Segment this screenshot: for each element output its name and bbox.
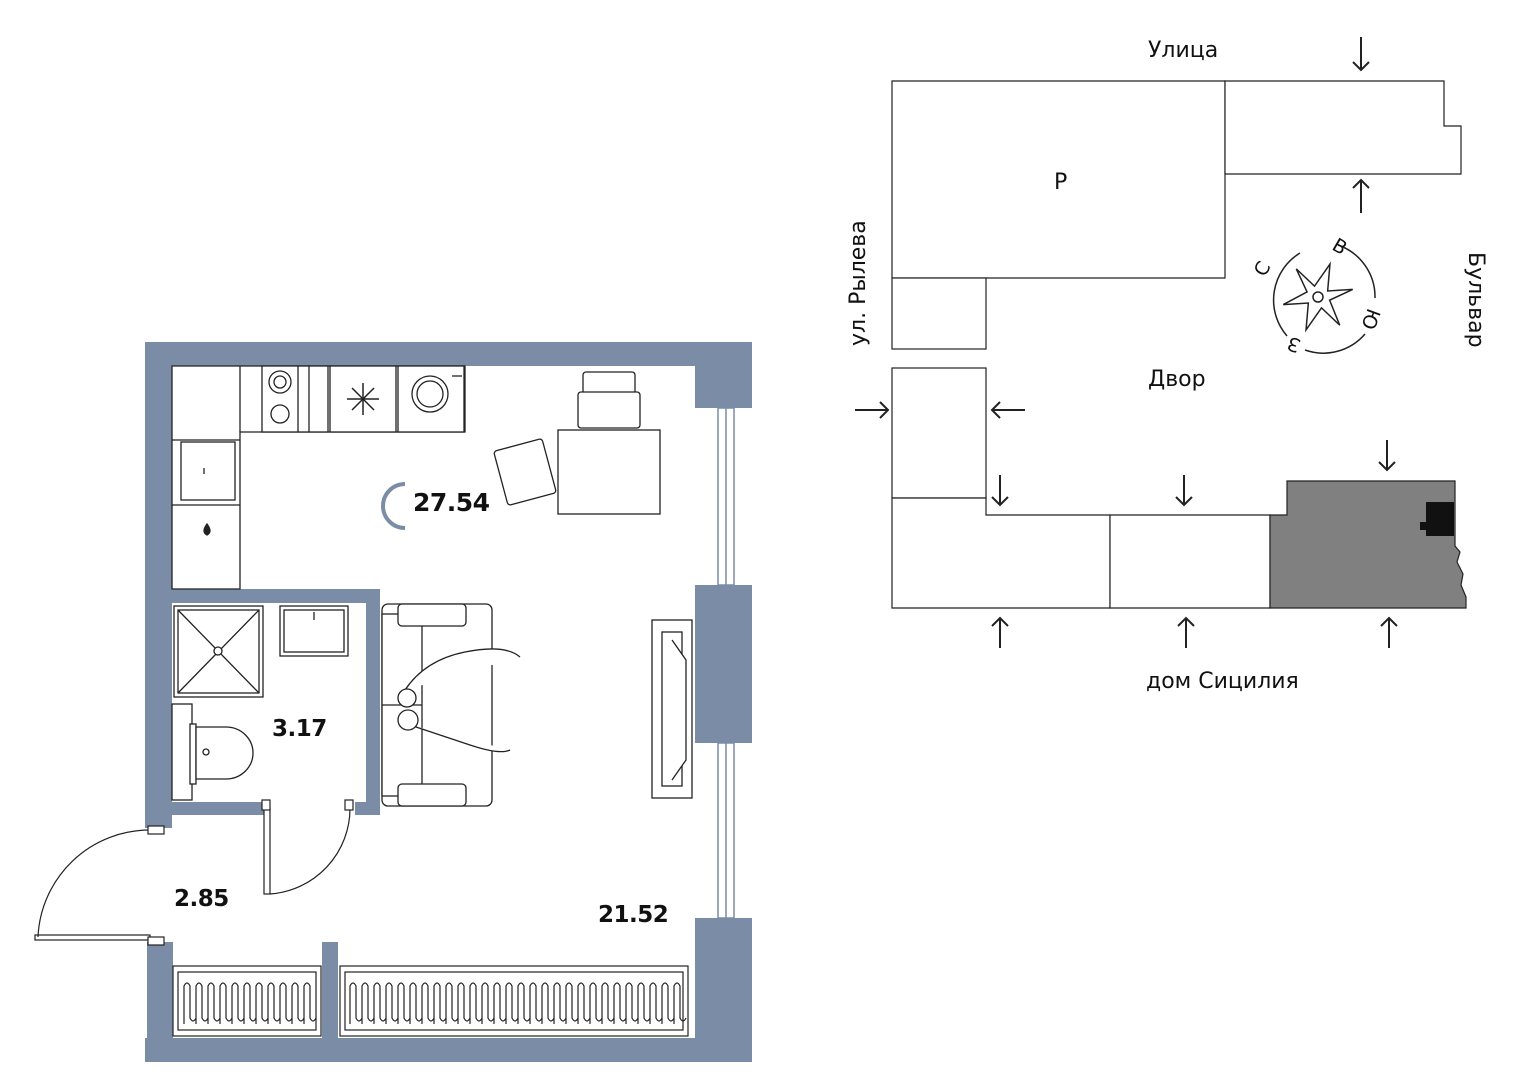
tv-stand bbox=[651, 619, 693, 799]
street-bottom-label: дом Сицилия bbox=[1146, 669, 1299, 694]
compass-west: З bbox=[1284, 331, 1304, 357]
street-left-label: ул. Рылева bbox=[846, 220, 871, 346]
highlighted-section bbox=[1269, 480, 1467, 609]
dining-table bbox=[493, 371, 661, 515]
building-label: Р bbox=[1054, 170, 1068, 195]
bathroom-door bbox=[261, 799, 354, 895]
walls bbox=[145, 342, 752, 1062]
courtyard-label: Двор bbox=[1148, 367, 1206, 392]
bathroom-fixtures bbox=[171, 605, 349, 801]
apartment-type-mark bbox=[381, 482, 406, 530]
entrance-door bbox=[34, 825, 165, 946]
apartment-floor-plan bbox=[34, 342, 752, 1062]
apartment-location-marker bbox=[1426, 502, 1454, 536]
sofa bbox=[381, 603, 521, 807]
hallway-area-label: 2.85 bbox=[174, 886, 229, 912]
kitchen bbox=[171, 365, 466, 590]
living-room-area-label: 21.52 bbox=[598, 902, 669, 928]
entrance-arrows bbox=[855, 37, 1398, 648]
windows bbox=[717, 407, 735, 919]
street-top-label: Улица bbox=[1148, 38, 1219, 63]
bathroom-area-label: 3.17 bbox=[272, 716, 327, 742]
buildings bbox=[891, 80, 1462, 609]
compass-rose bbox=[1272, 244, 1376, 354]
radiators bbox=[172, 965, 689, 1037]
compass-south: Ю bbox=[1356, 305, 1385, 333]
compass-north: С bbox=[1249, 257, 1276, 281]
compass-east: В bbox=[1328, 234, 1351, 260]
total-area-label: 27.54 bbox=[413, 488, 490, 517]
street-right-label: Бульвар bbox=[1463, 252, 1488, 348]
